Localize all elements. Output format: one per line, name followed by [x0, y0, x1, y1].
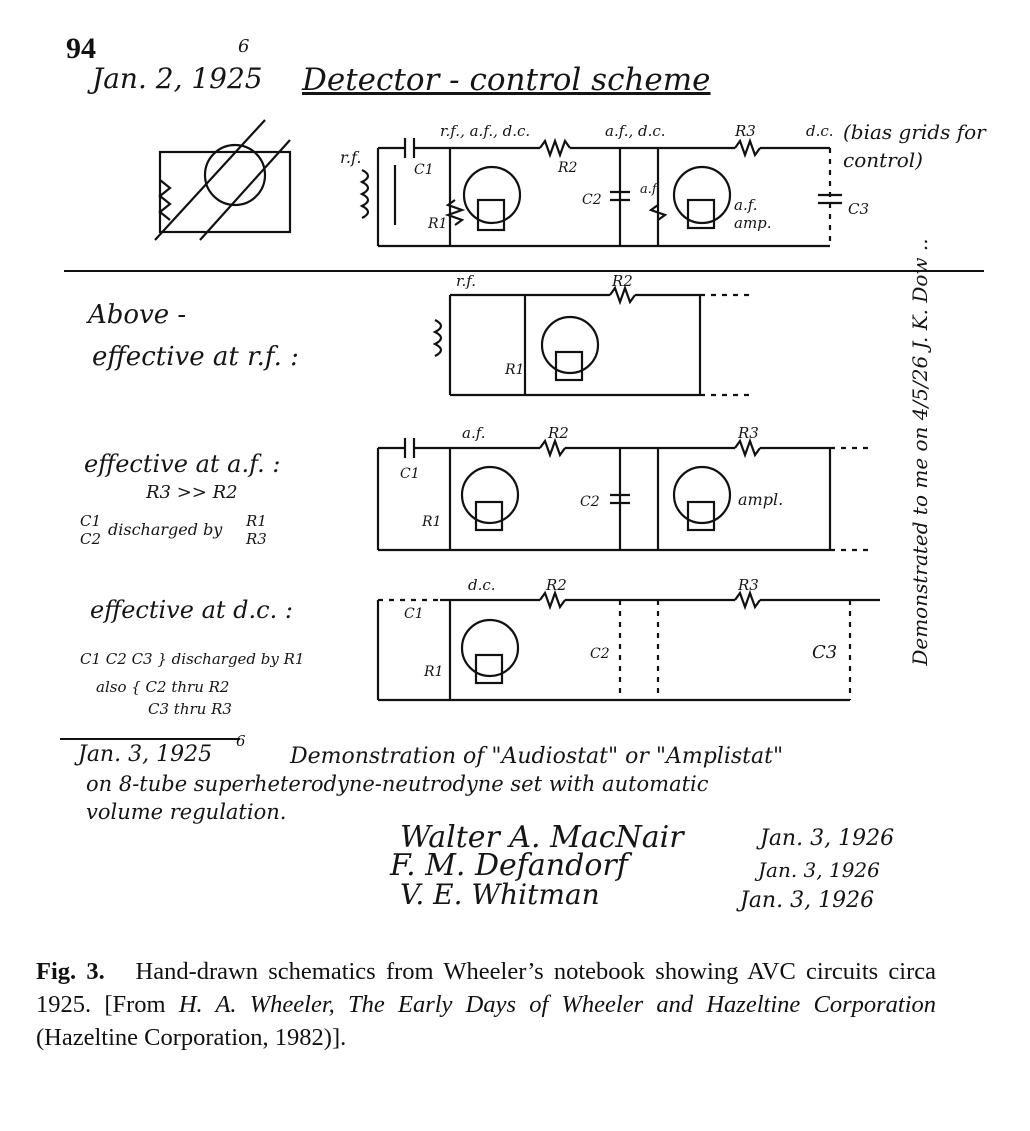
tc-label-r1: R1: [428, 216, 448, 232]
af-note-right: R1 R3: [246, 512, 267, 548]
dc-label-r2: R2: [546, 576, 567, 594]
af-note-left: C1 C2: [80, 512, 102, 548]
header-title: Detector - control scheme: [302, 62, 711, 98]
tc-label-af: a.f.: [640, 182, 661, 197]
rf-heading: Above -: [88, 300, 187, 330]
dc-note3: C3 thru R3: [148, 700, 232, 718]
rf-label-r2: R2: [612, 272, 633, 290]
footer-divider-line: [60, 738, 240, 740]
af-label-ampl: ampl.: [738, 490, 784, 509]
signature-date-3: Jan. 3, 1926: [740, 888, 875, 913]
af-label-r3: R3: [738, 424, 759, 442]
dc-circuit: [376, 589, 880, 702]
signature-name-3: V. E. Whitman: [400, 878, 600, 911]
tc-label-c2: C2: [582, 192, 602, 208]
caption-text-2: (Hazeltine Corporation, 1982)].: [36, 1024, 347, 1051]
af-label-c1: C1: [400, 466, 420, 482]
tc-label-af-amp: a.f. amp.: [734, 196, 772, 232]
signature-date-1: Jan. 3, 1926: [760, 826, 895, 851]
page-number: 94: [66, 32, 96, 65]
af-label-af: a.f.: [462, 424, 486, 442]
tc-label-c1: C1: [414, 162, 434, 178]
af-label-c2: C2: [580, 494, 600, 510]
tc-label-rf: r.f.: [340, 148, 362, 167]
caption-label: Fig. 3.: [36, 958, 105, 985]
af-text: effective at a.f. :: [84, 450, 281, 478]
divider-line: [64, 270, 984, 272]
dc-label-r1: R1: [424, 664, 444, 680]
rf-text: effective at r.f. :: [92, 342, 299, 372]
af-label-r2: R2: [548, 424, 569, 442]
signature-name-1: Walter A. MacNair: [400, 820, 684, 855]
tc-label-r2: R2: [558, 160, 578, 176]
rf-circuit: [432, 284, 750, 397]
header-date: Jan. 2, 1925: [92, 62, 263, 95]
af-circuit: [376, 437, 870, 552]
signature-date-2: Jan. 3, 1926: [758, 858, 880, 882]
dc-label-c3: C3: [812, 642, 838, 663]
tc-label-rf-af-dc: r.f., a.f., d.c.: [440, 122, 531, 140]
crossed-out-sketch: [154, 119, 292, 241]
af-relation: R3 >> R2: [146, 482, 238, 503]
tc-label-r3: R3: [735, 122, 756, 140]
dc-note2: also { C2 thru R2: [96, 678, 230, 696]
dc-text: effective at d.c. :: [90, 596, 293, 624]
dc-label-c1: C1: [404, 606, 424, 622]
footer-date-note: 6: [236, 732, 246, 750]
dc-label-r3: R3: [738, 576, 759, 594]
af-label-r1: R1: [422, 514, 442, 530]
caption-text-1: Hand-drawn schematics from Wheeler’s not…: [36, 958, 936, 1018]
dc-label-dc: d.c.: [468, 576, 496, 594]
tc-label-bias: (bias grids for control): [843, 120, 986, 172]
footer-date: Jan. 3, 1925: [78, 742, 213, 767]
af-note-mid: discharged by: [108, 520, 223, 539]
header-date-note: 6: [238, 36, 250, 57]
footer-line-2: on 8-tube superheterodyne-neutrodyne set…: [86, 772, 709, 796]
tc-label-af-dc: a.f., d.c.: [605, 122, 666, 140]
dc-label-c2: C2: [590, 646, 610, 662]
figure-caption: Fig. 3. Hand-drawn schematics from Wheel…: [36, 955, 936, 1054]
dc-note1: C1 C2 C3 } discharged by R1: [80, 650, 305, 668]
tc-label-dc: d.c.: [806, 122, 834, 140]
top-circuit: [359, 137, 842, 248]
footer-line-3: volume regulation.: [86, 800, 287, 824]
signature-name-2: F. M. Defandorf: [390, 848, 628, 883]
side-note: Demonstrated to me on 4/5/26 J. K. Dow .…: [908, 238, 932, 666]
caption-italic: H. A. Wheeler, The Early Days of Wheeler…: [178, 991, 937, 1018]
footer-line-1: Demonstration of "Audiostat" or "Amplist…: [290, 744, 784, 769]
rf-label-rf: r.f.: [456, 272, 477, 290]
rf-label-r1: R1: [505, 362, 525, 378]
tc-label-c3: C3: [848, 200, 870, 218]
